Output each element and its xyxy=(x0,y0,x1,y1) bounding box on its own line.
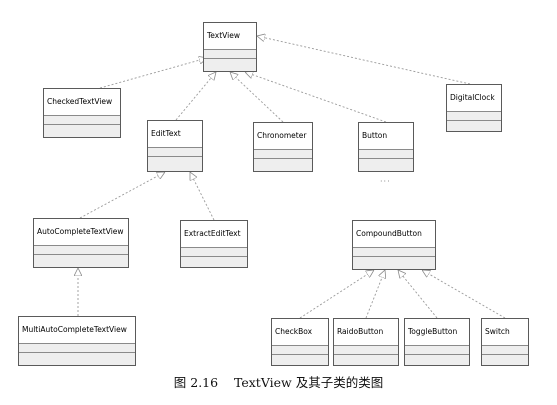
class-name: ToggleButton xyxy=(405,319,469,345)
inheritance-edge-button-to-textview xyxy=(245,72,387,123)
inheritance-edge-digitalclock-to-textview xyxy=(257,36,471,85)
methods-compartment xyxy=(19,352,135,365)
attributes-compartment xyxy=(272,345,328,354)
methods-compartment xyxy=(34,254,128,267)
class-name: TextView xyxy=(204,23,256,49)
class-edittext: EditText xyxy=(147,120,203,172)
class-textview: TextView xyxy=(203,22,257,72)
attributes-compartment xyxy=(34,245,128,254)
class-name: Switch xyxy=(482,319,528,345)
inheritance-edge-checkbox-to-compoundbutton xyxy=(299,270,374,319)
class-name: Chronometer xyxy=(254,123,312,149)
methods-compartment xyxy=(254,158,312,171)
inheritance-edge-togglebutton-to-compoundbutton xyxy=(398,270,438,319)
class-extractedittext: ExtractEditText xyxy=(180,220,248,268)
attributes-compartment xyxy=(405,345,469,354)
attributes-compartment xyxy=(353,247,435,256)
class-switch: Switch xyxy=(481,318,529,366)
class-name: ExtractEditText xyxy=(181,221,247,247)
attributes-compartment xyxy=(19,343,135,352)
attributes-compartment xyxy=(44,115,120,124)
class-autocompletetextview: AutoCompleteTextView xyxy=(33,218,129,268)
methods-compartment xyxy=(353,256,435,269)
figure-caption: 图 2.16 TextView 及其子类的类图 xyxy=(173,375,384,390)
attributes-compartment xyxy=(482,345,528,354)
methods-compartment xyxy=(405,354,469,365)
class-name: CompoundButton xyxy=(353,221,435,247)
attributes-compartment xyxy=(148,147,202,156)
methods-compartment xyxy=(44,124,120,137)
class-name: CheckBox xyxy=(272,319,328,345)
inheritance-edge-raidobutton-to-compoundbutton xyxy=(365,270,385,319)
class-checkedtextview: CheckedTextView xyxy=(43,88,121,138)
class-digitalclock: DigitalClock xyxy=(446,84,502,132)
attributes-compartment xyxy=(181,247,247,256)
inheritance-edge-autocompletetextview-to-edittext xyxy=(79,172,165,219)
class-name: EditText xyxy=(148,121,202,147)
class-name: RaidoButton xyxy=(334,319,398,345)
class-name: MultiAutoCompleteTextView xyxy=(19,317,135,343)
attributes-compartment xyxy=(447,111,501,120)
methods-compartment xyxy=(272,354,328,365)
attributes-compartment xyxy=(254,149,312,158)
class-togglebutton: ToggleButton xyxy=(404,318,470,366)
more-subclasses-ellipsis: ··· xyxy=(380,177,391,186)
inheritance-edge-extractedittext-to-edittext xyxy=(189,172,215,221)
methods-compartment xyxy=(334,354,398,365)
class-name: CheckedTextView xyxy=(44,89,120,115)
class-compoundbutton: CompoundButton xyxy=(352,220,436,270)
class-button: Button xyxy=(358,122,414,172)
attributes-compartment xyxy=(359,149,413,158)
class-chronometer: Chronometer xyxy=(253,122,313,172)
methods-compartment xyxy=(204,58,256,71)
attributes-compartment xyxy=(334,345,398,354)
class-multiautocompletetextview: MultiAutoCompleteTextView xyxy=(18,316,136,366)
inheritance-edge-edittext-to-textview xyxy=(175,72,216,121)
methods-compartment xyxy=(482,354,528,365)
inheritance-edge-switch-to-compoundbutton xyxy=(422,270,506,319)
attributes-compartment xyxy=(204,49,256,58)
methods-compartment xyxy=(181,256,247,267)
inheritance-edge-chronometer-to-textview xyxy=(230,72,284,123)
methods-compartment xyxy=(148,156,202,171)
class-name: Button xyxy=(359,123,413,149)
class-name: AutoCompleteTextView xyxy=(34,219,128,245)
class-checkbox: CheckBox xyxy=(271,318,329,366)
methods-compartment xyxy=(359,158,413,171)
class-name: DigitalClock xyxy=(447,85,501,111)
inheritance-edge-checkedtextview-to-textview xyxy=(99,58,207,89)
methods-compartment xyxy=(447,120,501,131)
class-raidobutton: RaidoButton xyxy=(333,318,399,366)
